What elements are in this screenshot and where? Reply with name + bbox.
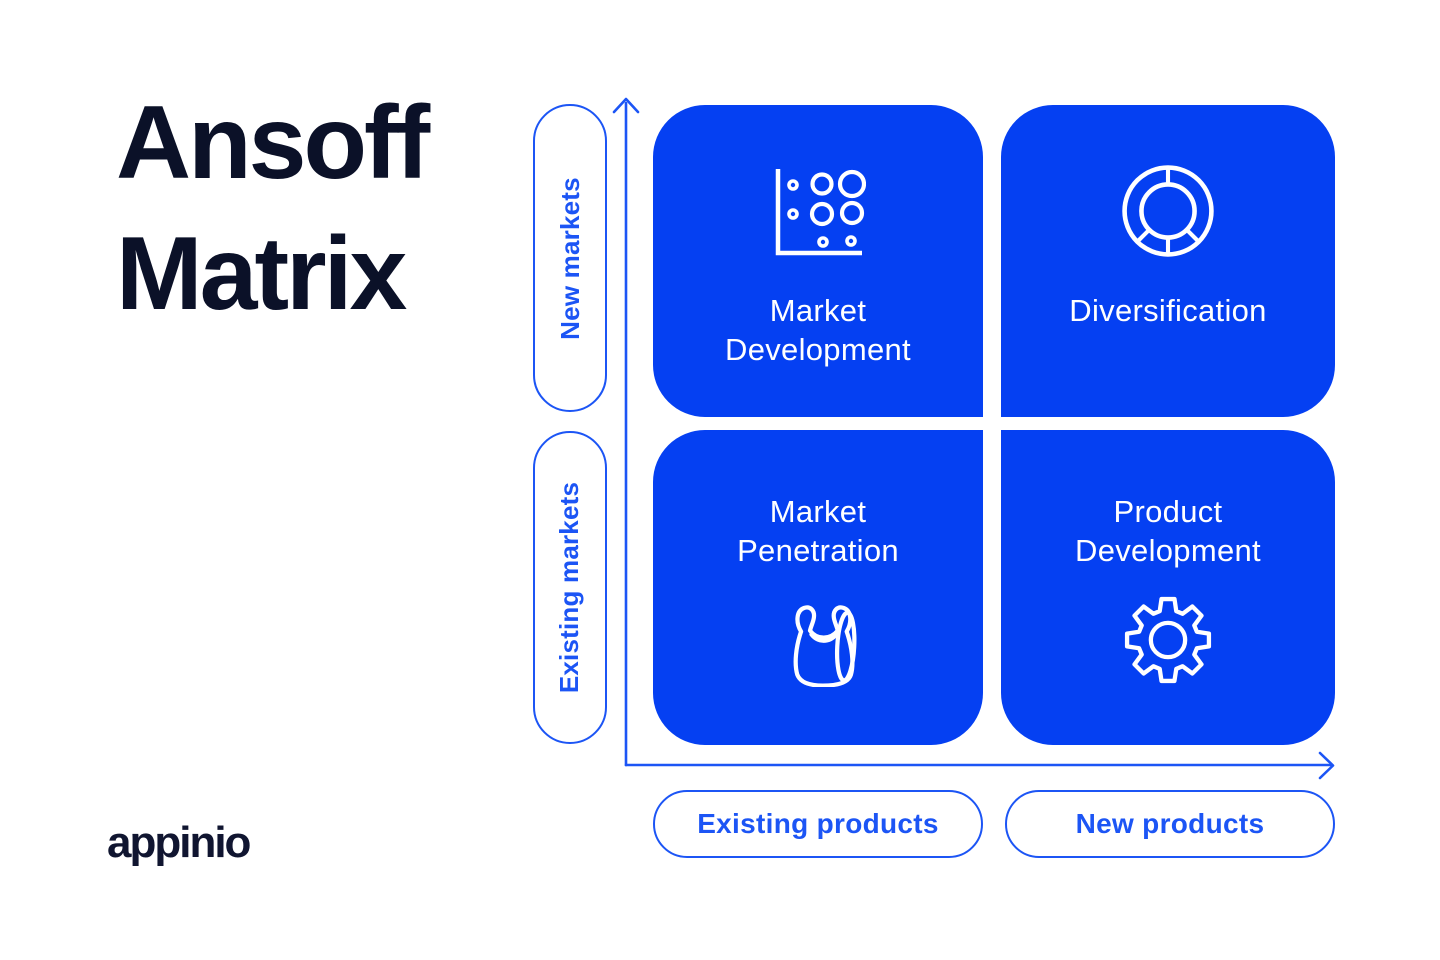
x-axis-label-text: Existing products	[697, 808, 939, 839]
y-axis-label-text: Existing markets	[554, 481, 585, 694]
scatter-chart-icon	[768, 161, 868, 261]
quadrant-label-line2: Development	[1075, 533, 1261, 568]
x-axis-label-text: New products	[1075, 808, 1265, 839]
page-title-line1: Ansoff	[116, 85, 430, 201]
appinio-logo: appinio	[107, 818, 251, 867]
quadrant-market-development: Market Development	[653, 105, 983, 417]
quadrant-product-development: Product Development	[1001, 430, 1335, 745]
quadrant-label-line1: Product	[1113, 494, 1223, 529]
quadrant-label: Market Penetration	[737, 492, 899, 570]
donut-chart-icon	[1118, 161, 1218, 261]
y-axis-arrowhead-icon	[612, 97, 640, 114]
quadrant-label-line1: Market	[769, 293, 867, 328]
page-title-line2: Matrix	[116, 216, 407, 332]
quadrant-market-penetration: Market Penetration	[653, 430, 983, 745]
quadrant-label-line1: Diversification	[1069, 293, 1267, 328]
y-axis-label-existing-markets: Existing markets	[533, 431, 607, 744]
page-title: Ansoff Matrix	[116, 78, 430, 340]
gear-icon	[1118, 590, 1218, 690]
quadrant-label-line2: Development	[725, 332, 911, 367]
quadrant-label-line1: Market	[769, 494, 867, 529]
quadrant-diversification: Diversification	[1001, 105, 1335, 417]
shopping-bag-icon	[768, 590, 868, 690]
x-axis-label-existing-products: Existing products	[653, 790, 983, 858]
quadrant-label: Market Development	[725, 291, 911, 369]
y-axis-label-new-markets: New markets	[533, 104, 607, 412]
x-axis-arrowhead-icon	[1318, 751, 1335, 780]
quadrant-label: Product Development	[1075, 492, 1261, 570]
x-axis-label-new-products: New products	[1005, 790, 1335, 858]
quadrant-label-line2: Penetration	[737, 533, 899, 568]
quadrant-label: Diversification	[1069, 291, 1266, 330]
y-axis-label-text: New markets	[554, 176, 585, 340]
